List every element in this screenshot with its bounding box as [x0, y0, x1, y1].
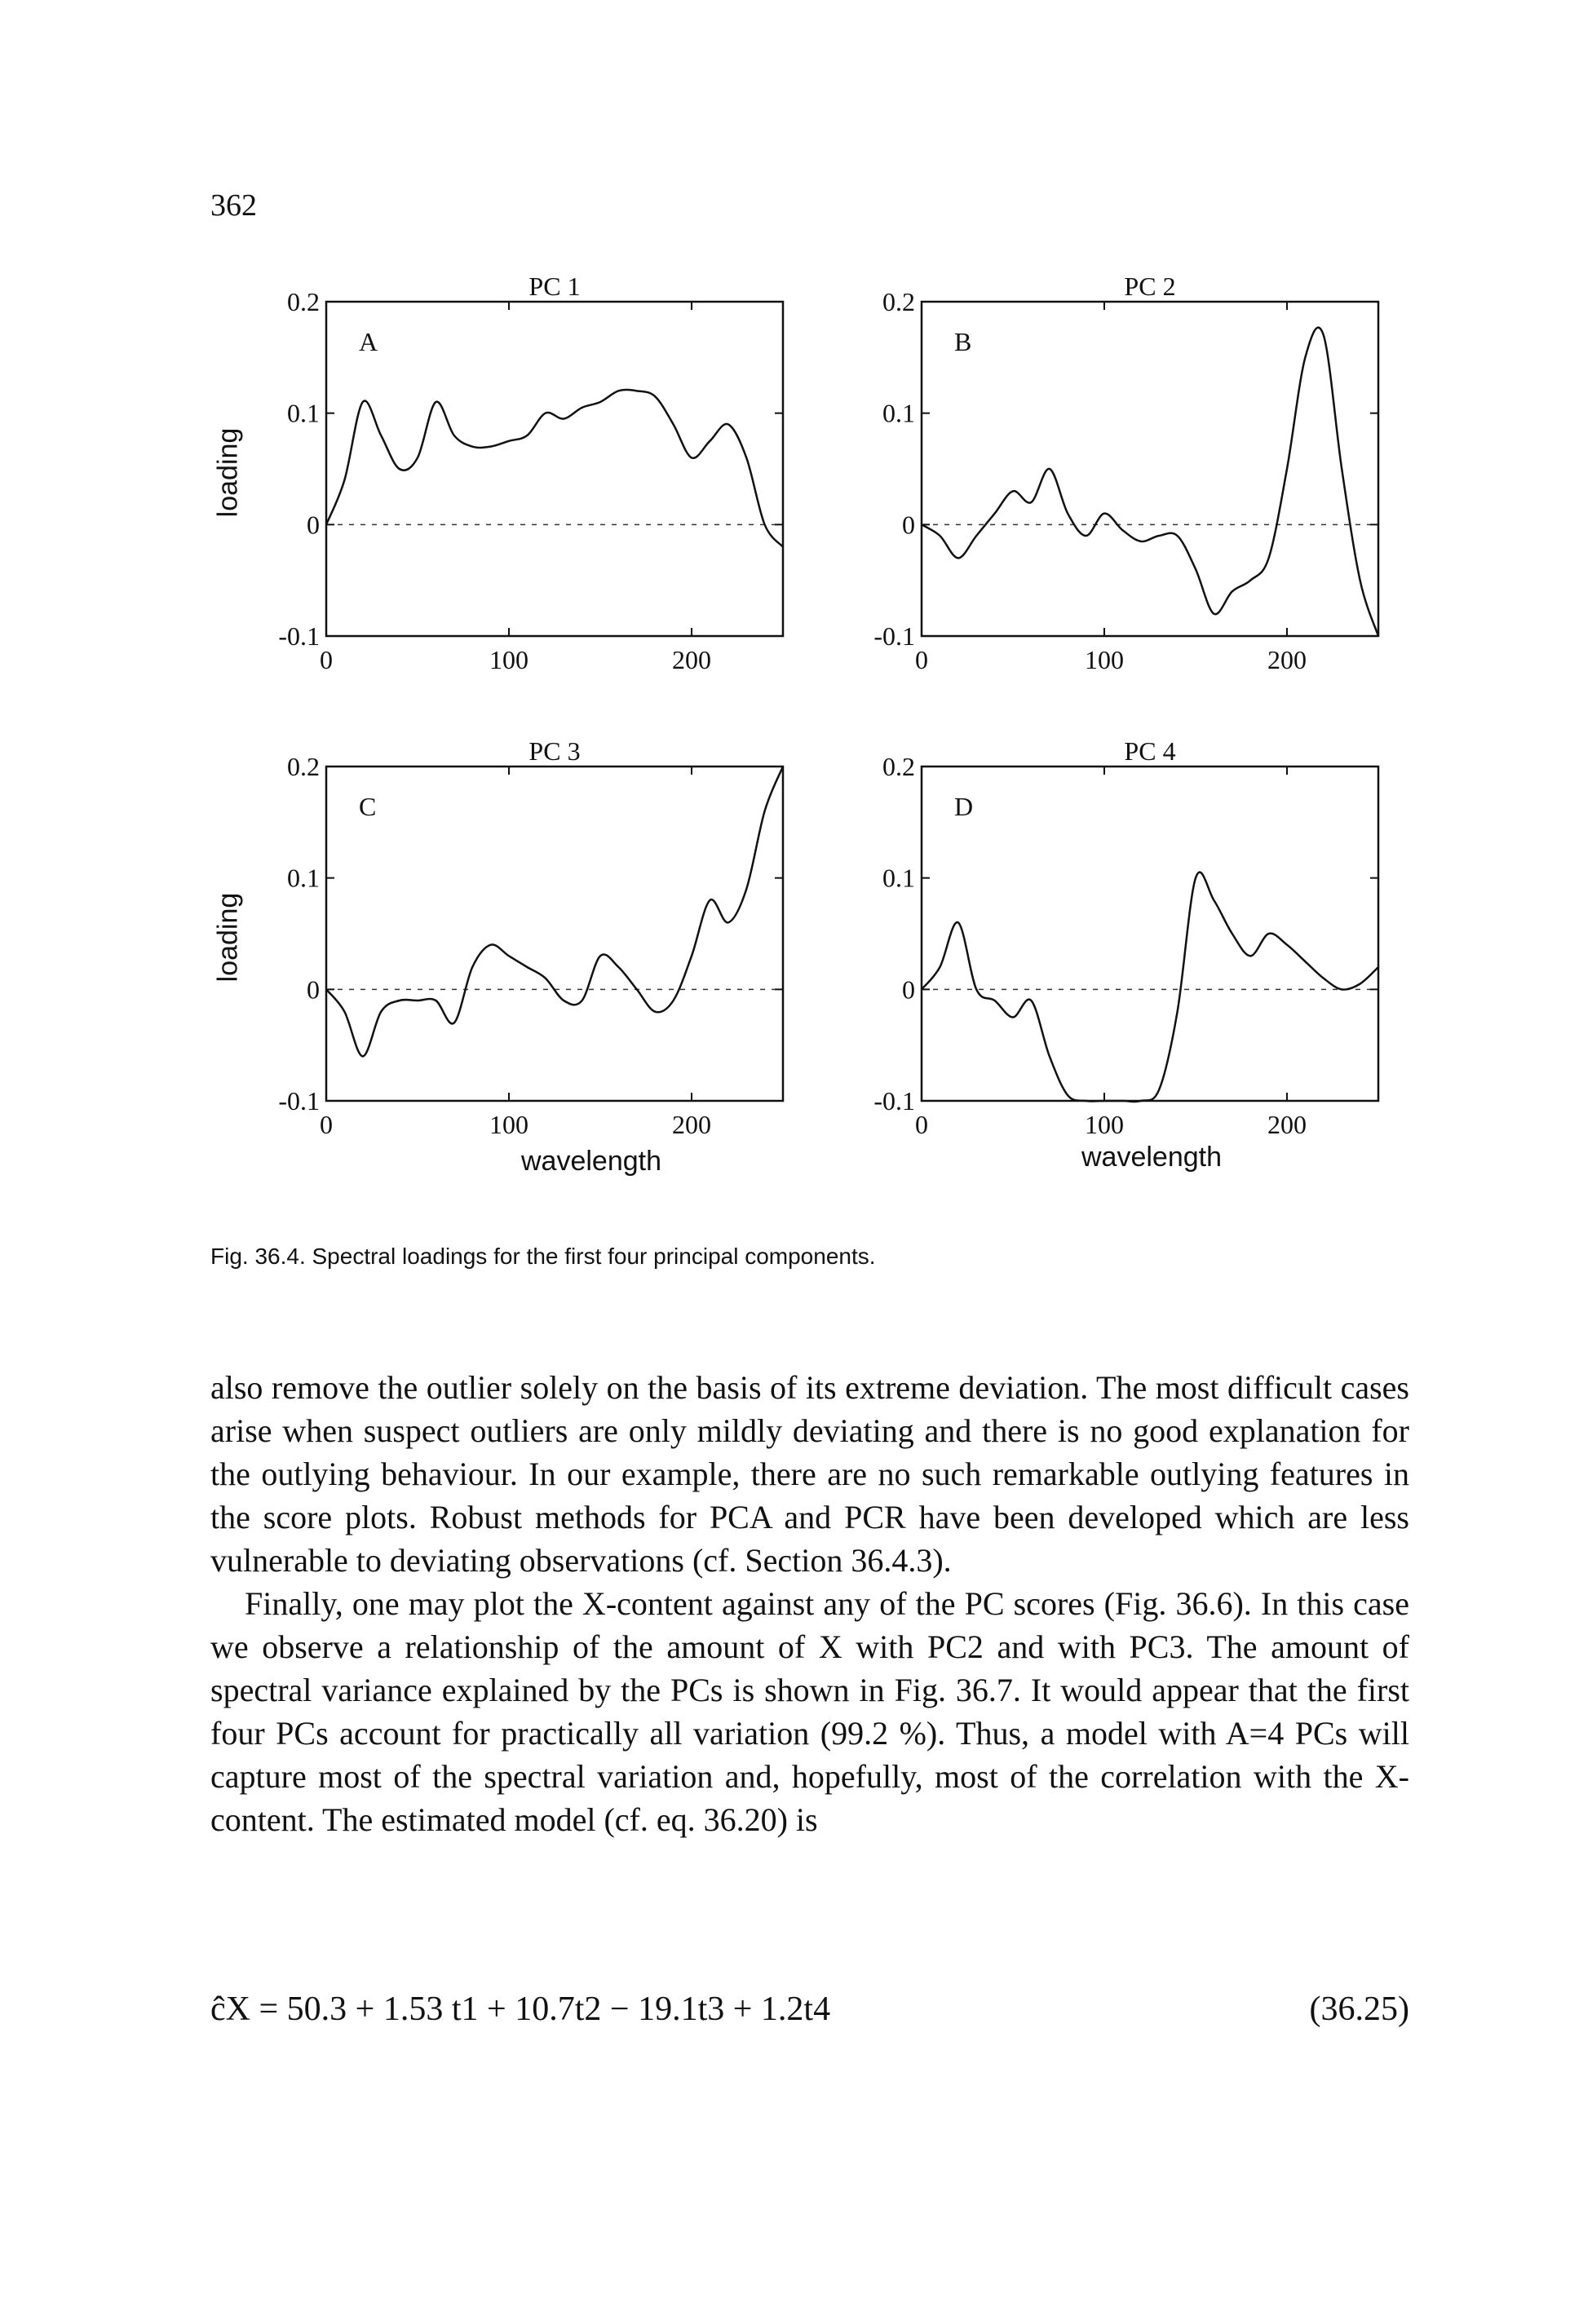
x-tick-label: 0 — [915, 1110, 928, 1139]
chart-title: PC 4 — [1124, 736, 1175, 766]
y-tick-label: 0 — [307, 510, 320, 539]
panel-label: A — [359, 327, 378, 356]
loading-curve — [921, 326, 1380, 637]
equation-36-25: ĉX = 50.3 + 1.53 t1 + 10.7t2 − 19.1t3 + … — [210, 1990, 1409, 2029]
equation-lhs: ĉX — [210, 1990, 250, 2028]
equation-number: (36.25) — [1309, 1990, 1409, 2028]
x-tick-label: 200 — [1267, 1110, 1307, 1139]
y-axis-label-bottom: loading — [212, 892, 244, 983]
y-tick-label: -0.1 — [873, 1086, 915, 1116]
x-tick-label: 200 — [672, 645, 711, 674]
x-axis-label-left: wavelength — [520, 1146, 661, 1177]
x-tick-label: 100 — [489, 645, 528, 674]
plot-frame — [325, 765, 785, 1102]
body-text: also remove the outlier solely on the ba… — [210, 1366, 1409, 1841]
chart-title: PC 3 — [528, 736, 580, 766]
y-tick-label: 0.2 — [882, 287, 915, 316]
x-tick-label: 0 — [915, 645, 928, 674]
paragraph-1: also remove the outlier solely on the ba… — [210, 1369, 1409, 1579]
loading-curve — [325, 766, 785, 1058]
paragraph-2: Finally, one may plot the X-content agai… — [210, 1585, 1409, 1838]
panel-label: C — [359, 792, 376, 821]
plot-frame — [920, 765, 1380, 1102]
plot-frame — [920, 300, 1380, 638]
equation-rhs: = 50.3 + 1.53 t1 + 10.7t2 − 19.1t3 + 1.2… — [259, 1990, 831, 2028]
y-tick-label: 0 — [902, 510, 915, 539]
figure-caption: Fig. 36.4. Spectral loadings for the fir… — [210, 1244, 876, 1269]
loading-curve — [325, 388, 784, 548]
panel-label: B — [954, 327, 971, 356]
y-tick-label: -0.1 — [278, 621, 320, 651]
y-tick-label: 0.1 — [882, 399, 915, 428]
loading-curve — [921, 871, 1379, 1103]
chart-title: PC 1 — [528, 272, 580, 301]
x-tick-label: 0 — [320, 645, 333, 674]
y-tick-label: 0 — [307, 974, 320, 1004]
y-tick-label: 0.1 — [882, 864, 915, 893]
y-tick-label: 0 — [902, 974, 915, 1004]
x-tick-label: 200 — [1267, 645, 1307, 674]
y-tick-label: -0.1 — [873, 621, 915, 651]
x-tick-label: 100 — [1085, 645, 1124, 674]
y-tick-label: 0.2 — [287, 287, 320, 316]
x-tick-label: 100 — [489, 1110, 528, 1139]
y-tick-label: 0.2 — [882, 752, 915, 781]
chart-title: PC 2 — [1124, 272, 1175, 301]
plot-frame — [325, 300, 785, 638]
y-tick-label: 0.1 — [287, 399, 320, 428]
page-number: 362 — [210, 188, 257, 223]
x-tick-label: 200 — [672, 1110, 711, 1139]
x-tick-label: 100 — [1085, 1110, 1124, 1139]
x-axis-label-right: wavelength — [1081, 1142, 1222, 1173]
y-tick-label: 0.1 — [287, 864, 320, 893]
y-tick-label: 0.2 — [287, 752, 320, 781]
x-tick-label: 0 — [320, 1110, 333, 1139]
y-axis-label-top: loading — [212, 427, 244, 518]
panel-label: D — [954, 792, 973, 821]
y-tick-label: -0.1 — [278, 1086, 320, 1116]
